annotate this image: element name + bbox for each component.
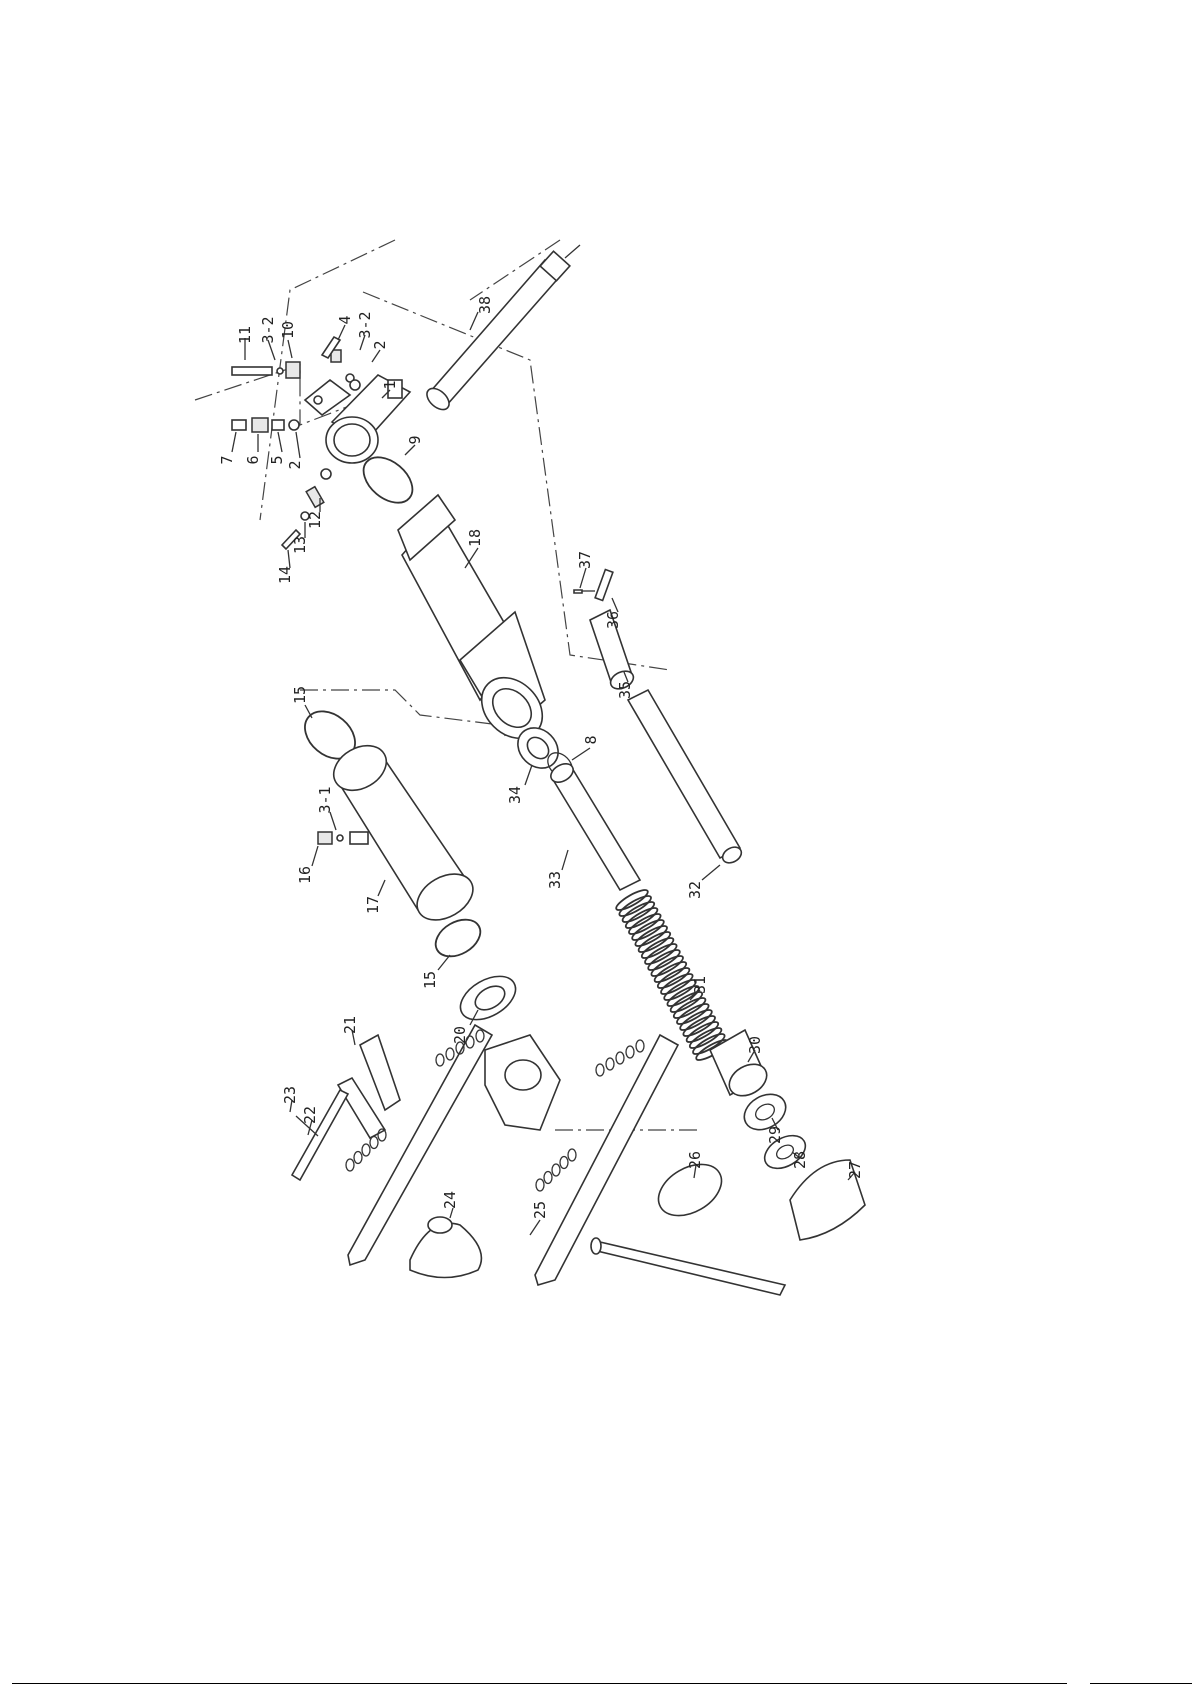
callout-label: 27 [846, 1161, 864, 1179]
callout-label: 10 [279, 321, 297, 339]
callout-leader [330, 812, 336, 830]
callout-leader [296, 432, 300, 458]
footer-rule-right [1090, 1683, 1192, 1684]
callout-label: 15 [421, 971, 439, 989]
callout-label: 26 [686, 1151, 704, 1169]
callout-leader [288, 550, 290, 568]
callout-leader [278, 432, 282, 452]
frame-hole [544, 1172, 552, 1184]
frame-hole [346, 1159, 354, 1171]
callout-label: 3-2 [356, 311, 374, 338]
callout-label: 3-1 [316, 786, 334, 813]
frame-hole [362, 1144, 370, 1156]
callout-label: 5 [268, 455, 286, 464]
frame-hole [606, 1058, 614, 1070]
callout-label: 33 [546, 871, 564, 889]
frame-hole [616, 1052, 624, 1064]
callout-label: 36 [604, 611, 622, 629]
parts-16-3-1-bolt [318, 832, 368, 844]
part-38-tube [423, 245, 580, 414]
callout-leader [562, 850, 568, 870]
callout-label: 15 [291, 686, 309, 704]
part-33-rod [548, 760, 640, 890]
frame-hole [560, 1157, 568, 1169]
parts-35-37-pins [574, 570, 636, 693]
callout-label: 12 [306, 511, 324, 529]
callout-label: 1 [381, 380, 399, 389]
callout-leader [438, 955, 450, 970]
callout-leader [580, 568, 586, 588]
callout-leader [525, 765, 532, 785]
callout-label: 13 [291, 536, 309, 554]
part-20-gland [453, 967, 523, 1028]
callout-label: 22 [301, 1106, 319, 1124]
frame-hole [568, 1149, 576, 1161]
callout-leader [312, 846, 318, 866]
callout-leader [232, 432, 236, 452]
part-21-25-frame [338, 1025, 678, 1285]
frame-hole [370, 1137, 378, 1149]
part-24-saddle [410, 1217, 481, 1278]
callout-leader [338, 325, 345, 340]
callout-label: 31 [691, 976, 709, 994]
callout-label: 18 [466, 529, 484, 547]
callout-label: 3-2 [259, 316, 277, 343]
callout-leader [405, 445, 415, 455]
frame-hole [596, 1064, 604, 1076]
callout-label: 6 [244, 455, 262, 464]
callout-label: 32 [686, 881, 704, 899]
frame-hole [552, 1164, 560, 1176]
callout-label: 8 [582, 735, 600, 744]
part-31-spring [614, 887, 730, 1064]
callout-label: 38 [476, 296, 494, 314]
frame-hole [436, 1054, 444, 1066]
callout-leader [288, 340, 292, 358]
callout-label: 2 [371, 340, 389, 349]
callout-label: 4 [336, 315, 354, 324]
callout-label: 20 [451, 1026, 469, 1044]
callout-leader [378, 880, 385, 896]
frame-hole [446, 1048, 454, 1060]
callout-label: 7 [218, 455, 236, 464]
callout-label: 11 [236, 326, 254, 344]
callout-label: 25 [531, 1201, 549, 1219]
callout-label: 23 [281, 1086, 299, 1104]
callout-label: 16 [296, 866, 314, 884]
part-bottom-rod [591, 1238, 785, 1295]
frame-hole [536, 1179, 544, 1191]
frame-hole [354, 1152, 362, 1164]
callout-label: 28 [791, 1151, 809, 1169]
frame-hole [626, 1046, 634, 1058]
frame-hole [636, 1040, 644, 1052]
callout-label: 37 [576, 551, 594, 569]
callout-label: 9 [406, 435, 424, 444]
callout-label: 21 [341, 1016, 359, 1034]
parts-27-30-tip [710, 1030, 865, 1240]
callout-leader [702, 865, 720, 880]
callout-label: 14 [276, 566, 294, 584]
callout-label: 35 [616, 681, 634, 699]
callout-leader [572, 748, 590, 760]
callout-leader [530, 1220, 540, 1235]
callout-label: 29 [766, 1126, 784, 1144]
callout-leader [372, 350, 380, 362]
callout-label: 24 [441, 1191, 459, 1209]
callout-label: 30 [746, 1036, 764, 1054]
parts-22-23-pin [292, 1090, 348, 1180]
callout-label: 17 [364, 896, 382, 914]
callout-label: 2 [286, 460, 304, 469]
footer-rule [12, 1683, 1067, 1684]
callout-label: 34 [506, 786, 524, 804]
callout-leader [612, 598, 618, 612]
part-32-rod [628, 690, 744, 866]
